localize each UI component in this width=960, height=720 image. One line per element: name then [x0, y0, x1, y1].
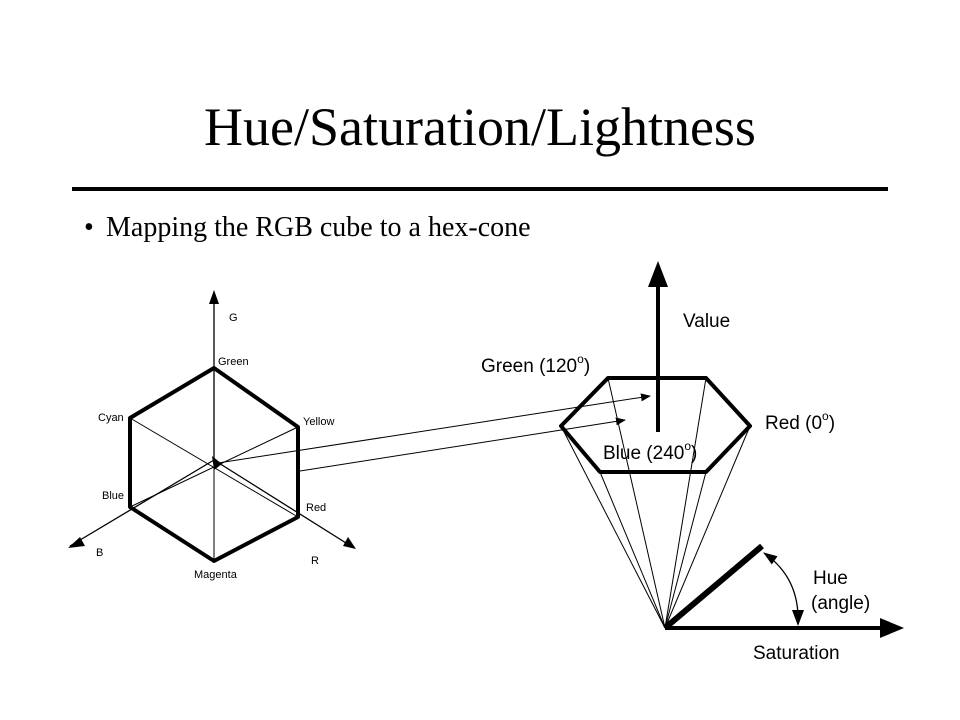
- r-axis: [213, 459, 355, 549]
- cone-edge: [607, 377, 666, 629]
- cone-edge: [664, 425, 751, 629]
- cone-hexagon-outline: [559, 376, 752, 474]
- vertex-label-yellow: Yellow: [303, 416, 334, 428]
- vertex-label-magenta: Magenta: [194, 569, 238, 581]
- r-axis-arrowhead: [343, 537, 356, 549]
- b-axis-arrowhead: [68, 537, 85, 548]
- vertex-label-green: Green: [218, 356, 249, 368]
- saturation-axis-arrowhead: [880, 618, 904, 638]
- axis-label-b: B: [96, 547, 103, 559]
- axis-label-g: G: [229, 312, 238, 324]
- value-label: Value: [683, 311, 730, 332]
- red-0-label: Red (0o): [765, 409, 835, 434]
- bullet-item: • Mapping the RGB cube to a hex-cone: [84, 210, 531, 246]
- value-axis-arrowhead: [648, 261, 668, 287]
- b-axis: [69, 459, 215, 547]
- rgb-cube: G Green Yellow Cyan Blue Red Magenta B R: [68, 290, 356, 581]
- title-divider: [72, 187, 888, 191]
- hue-arc-bottom-arrowhead: [792, 610, 804, 626]
- hue-radius-line: [663, 543, 764, 631]
- hex-cone: Value Green (120o) Red (0o) Blue (240o) …: [481, 261, 904, 664]
- saturation-label: Saturation: [753, 643, 840, 664]
- green-120-label: Green (120o): [481, 352, 590, 377]
- cube-hexagon-outline: [128, 366, 300, 563]
- cone-edge: [664, 471, 707, 629]
- cone-edge: [560, 425, 666, 629]
- vertex-label-red: Red: [306, 502, 326, 514]
- vertex-label-cyan: Cyan: [98, 412, 124, 424]
- bullet-marker: •: [84, 212, 94, 243]
- hue-label: Hue: [813, 568, 848, 589]
- cone-edge: [599, 471, 666, 629]
- corner-arrow-icon: [212, 456, 222, 470]
- cone-edge: [664, 377, 707, 629]
- slide-title: Hue/Saturation/Lightness: [204, 97, 756, 157]
- vertex-label-blue: Blue: [102, 490, 124, 502]
- axis-label-r: R: [311, 555, 319, 567]
- mapping-arrow-lower: [299, 417, 626, 472]
- bullet-text: Mapping the RGB cube to a hex-cone: [106, 212, 531, 243]
- hue-angle-label: (angle): [811, 593, 870, 614]
- blue-240-label: Blue (240o): [603, 439, 697, 464]
- hue-angle-arc: [763, 552, 799, 625]
- mapping-arrows: [217, 393, 651, 472]
- g-axis-arrowhead: [209, 290, 219, 304]
